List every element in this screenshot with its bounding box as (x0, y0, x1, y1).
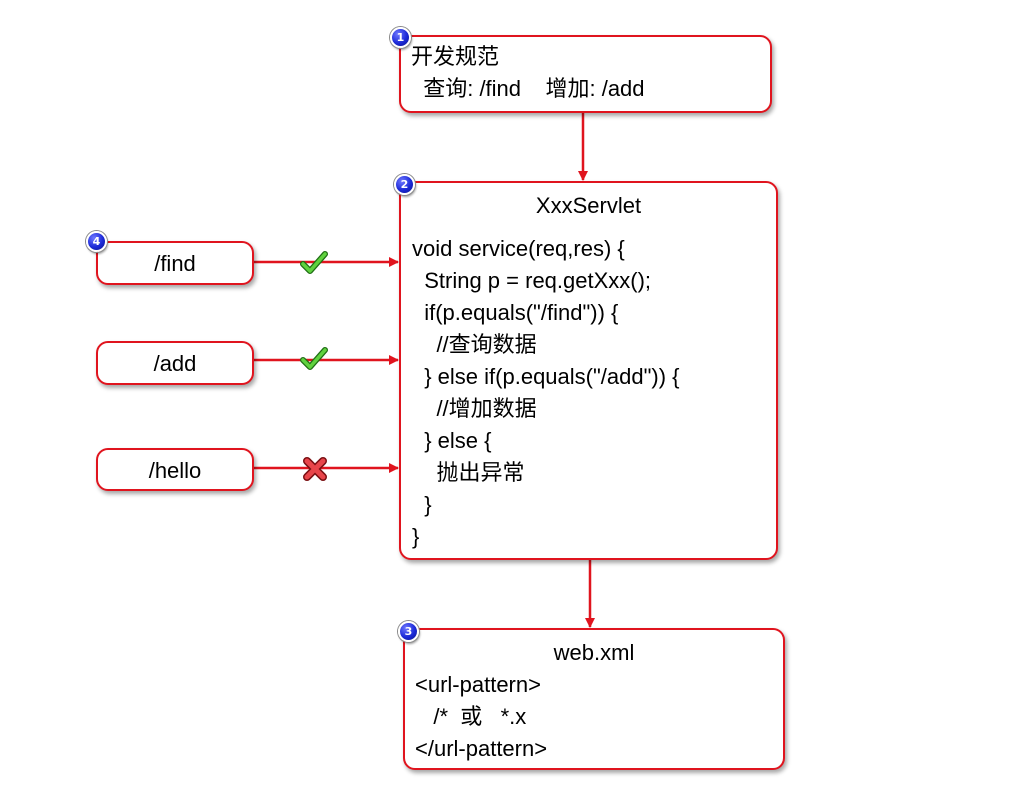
check-icon (300, 251, 328, 274)
request-label-add: /add (153, 351, 197, 376)
servlet-code-line: } (412, 524, 420, 549)
webxml-box: web.xml <url-pattern> /* 或 *.x </url-pat… (403, 628, 785, 770)
servlet-title: XxxServlet (535, 193, 642, 218)
request-label-hello: /hello (148, 458, 202, 483)
servlet-code-line: } else if(p.equals("/add")) { (412, 364, 680, 389)
webxml-line: <url-pattern> (415, 672, 541, 697)
servlet-code-line: } (412, 492, 432, 517)
request-box-hello: /hello (96, 448, 254, 491)
request-box-add: /add (96, 341, 254, 385)
servlet-code-line: } else { (412, 428, 492, 453)
badge-1-icon: 1 (390, 27, 411, 48)
badge-4-icon: 4 (86, 231, 107, 252)
spec-box: 开发规范 查询: /find 增加: /add (399, 35, 772, 113)
webxml-line: </url-pattern> (415, 736, 548, 761)
servlet-code-line: //增加数据 (412, 396, 537, 421)
servlet-box: XxxServlet void service(req,res) { Strin… (399, 181, 778, 560)
webxml-title: web.xml (553, 640, 635, 665)
spec-line-2: 查询: /find 增加: /add (411, 76, 645, 101)
badge-3-icon: 3 (398, 621, 419, 642)
cross-icon (303, 457, 327, 481)
spec-line-1: 开发规范 (411, 44, 500, 69)
badge-2-icon: 2 (394, 174, 415, 195)
servlet-code-line: void service(req,res) { (412, 236, 625, 261)
webxml-line: /* 或 *.x (415, 704, 527, 729)
servlet-code-line: //查询数据 (412, 332, 537, 357)
check-icon (300, 347, 328, 370)
servlet-code-line: String p = req.getXxx(); (412, 268, 652, 293)
request-box-find: /find (96, 241, 254, 285)
servlet-code-line: 抛出异常 (412, 460, 525, 485)
servlet-code-line: if(p.equals("/find")) { (412, 300, 619, 325)
request-label-find: /find (154, 251, 196, 276)
